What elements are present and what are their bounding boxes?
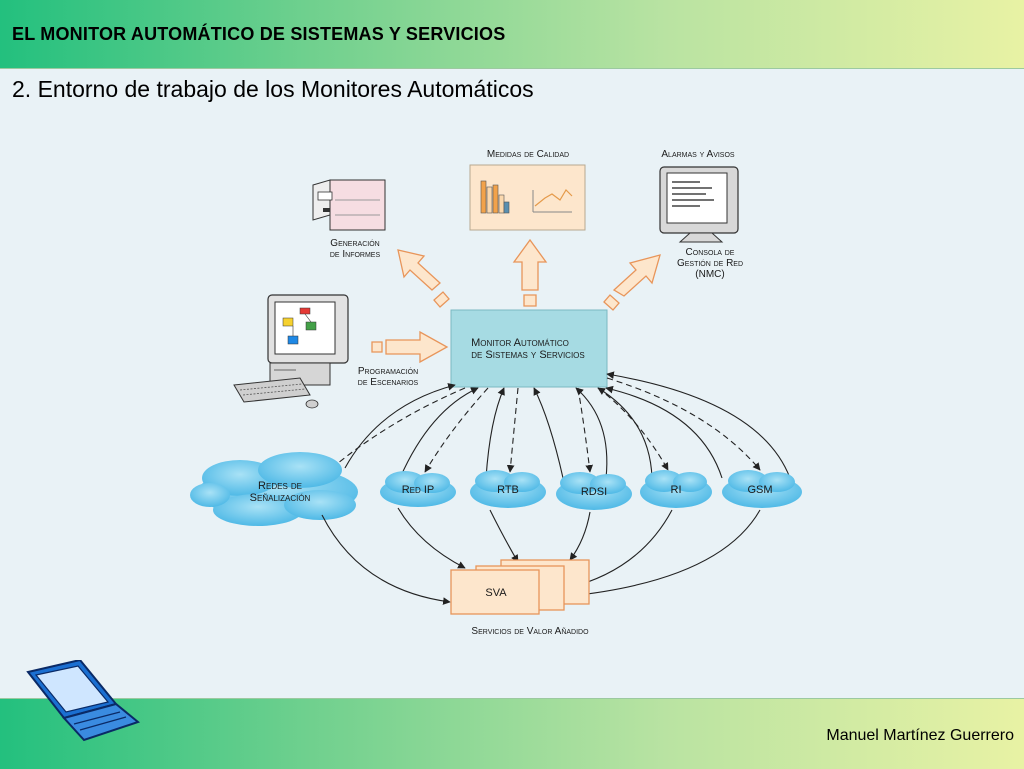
console-label-1: Consola de — [686, 247, 735, 258]
signaling-label-1: Redes de — [258, 480, 302, 492]
network-cloud-rdsi — [556, 472, 632, 510]
network-label-rtb: RTB — [497, 484, 519, 496]
quality-measures-panel — [469, 164, 586, 231]
monitor-label-2: de Sistemas y Servicios — [471, 349, 585, 361]
console-monitor-icon — [659, 166, 739, 243]
solid-connections — [344, 371, 791, 479]
alarms-label: Alarmas y Avisos — [661, 149, 735, 160]
console-label-3: (NMC) — [695, 269, 724, 280]
dashed-connections — [331, 377, 761, 473]
scenarios-label-1: Programación — [358, 366, 418, 377]
sva-label: SVA — [485, 587, 507, 599]
central-monitor-box — [450, 309, 608, 388]
slide-subtitle: 2. Entorno de trabajo de los Monitores A… — [12, 76, 534, 102]
vas-label: Servicios de Valor Añadido — [471, 626, 589, 637]
monitor-label-1: Monitor Automático — [471, 337, 569, 349]
network-cloud-gsm — [722, 470, 802, 508]
author-name: Manuel Martínez Guerrero — [826, 727, 1014, 744]
page-title: EL MONITOR AUTOMÁTICO DE SISTEMAS Y SERV… — [12, 24, 506, 44]
footer-bar — [0, 698, 1024, 769]
network-cloud-ri — [640, 470, 712, 508]
network-label-gsm: GSM — [747, 484, 772, 496]
workstation-icon — [233, 294, 349, 409]
header-bar: EL MONITOR AUTOMÁTICO DE SISTEMAS Y SERV… — [0, 0, 1024, 69]
quality-measures-label: Medidas de Calidad — [487, 149, 569, 160]
sva-boxes — [450, 559, 590, 615]
network-label-rdsi: RDSI — [581, 486, 607, 498]
reports-label-1: Generación — [330, 238, 379, 249]
reports-label-2: de Informes — [330, 249, 381, 260]
network-cloud-red-ip — [380, 471, 456, 507]
laptop-icon — [26, 660, 141, 742]
scenarios-label-2: de Escenarios — [358, 377, 419, 388]
monitoring-diagram: Medidas de Calidad Alarmas y Avisos Cons… — [190, 149, 802, 637]
network-label-ri: RI — [671, 484, 682, 496]
console-label-2: Gestión de Red — [677, 258, 743, 269]
block-arrows — [371, 238, 661, 364]
network-cloud-rtb — [470, 470, 546, 508]
signaling-network-cloud — [190, 452, 358, 526]
signaling-label-2: Señalización — [250, 492, 311, 504]
network-label-red-ip: Red IP — [402, 484, 435, 496]
printer-icon — [312, 179, 386, 231]
